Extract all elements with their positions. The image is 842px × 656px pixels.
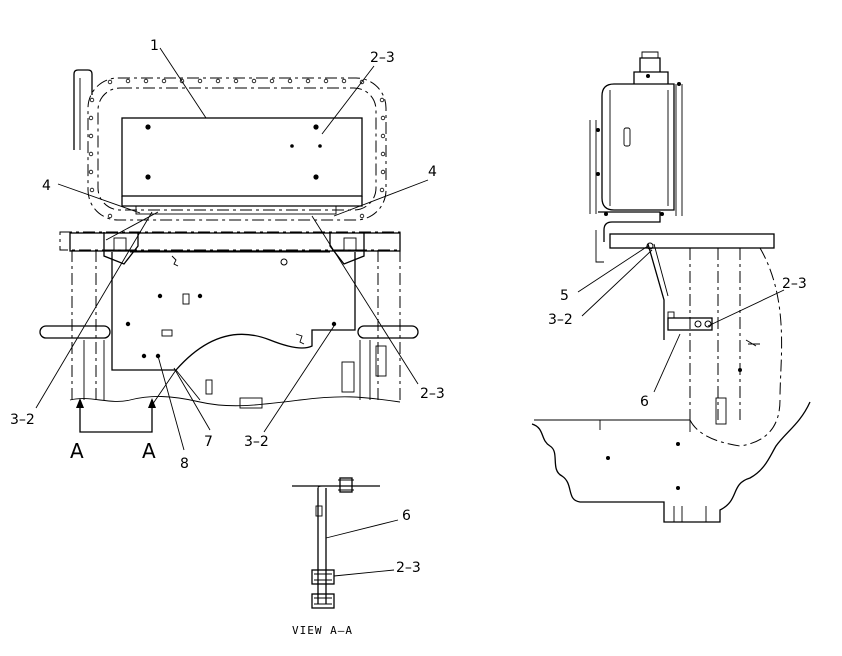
- callout-5: 5: [560, 288, 569, 304]
- detail-bolt-upper: [311, 569, 335, 585]
- left-frame-rail: [71, 250, 97, 400]
- callout-3-2-bottom: 3–2: [244, 434, 269, 450]
- side-leaders: [577, 245, 785, 393]
- detail-leaders: [325, 519, 399, 577]
- right-roller: [357, 325, 419, 339]
- side-view: 5 3–2 2–3 6: [531, 51, 811, 523]
- left-bracket: [103, 232, 139, 265]
- tank-bottom: [121, 196, 363, 207]
- section-label-a-left: A: [70, 439, 84, 463]
- filler-pipe: [73, 69, 93, 150]
- tank-base-strip: [135, 205, 337, 215]
- tank-plate: [121, 117, 363, 197]
- break-line: [69, 396, 401, 407]
- right-bracket: [329, 232, 365, 265]
- callout-4-left: 4: [42, 178, 51, 194]
- detail-view-a-a: 6 2–3 VIEW A—A: [292, 477, 421, 637]
- side-frame-bar: [609, 233, 775, 249]
- flange-bolt-holes: [88, 78, 386, 219]
- frame-crossbar: [69, 232, 401, 252]
- callout-3-2-side: 3–2: [548, 312, 573, 328]
- section-label-a-right: A: [142, 439, 156, 463]
- callout-2-3-top: 2–3: [370, 50, 395, 66]
- tank-flange-outer: [87, 77, 387, 221]
- frame-crossbar-hidden: [59, 231, 401, 251]
- callout-2-3-side: 2–3: [782, 276, 807, 292]
- right-frame-rail: [377, 250, 401, 400]
- detail-top-bolt: [339, 477, 353, 493]
- callout-1: 1: [150, 38, 159, 54]
- callout-8: 8: [180, 456, 189, 472]
- callout-3-2-left: 3–2: [10, 412, 35, 428]
- left-roller: [39, 325, 111, 339]
- side-body-break: [531, 401, 811, 523]
- main-panel: [111, 252, 356, 371]
- front-leaders: [35, 47, 429, 451]
- callout-2-3-right: 2–3: [420, 386, 445, 402]
- section-marker: [76, 398, 156, 433]
- tank-flange-inner: [97, 87, 377, 211]
- side-strap: [647, 243, 665, 340]
- front-view: 1 2–3 4 4 3–2 2–3 3–2 7 8 A A: [10, 38, 445, 472]
- side-tank-cap: [633, 71, 669, 84]
- detail-bolt-lower: [311, 593, 335, 609]
- callout-4-right: 4: [428, 164, 437, 180]
- callout-7: 7: [204, 434, 213, 450]
- callout-2-3-detail: 2–3: [396, 560, 421, 576]
- callout-6-detail: 6: [402, 508, 411, 524]
- detail-strap: [317, 488, 327, 604]
- callout-6-side: 6: [640, 394, 649, 410]
- side-tank: [601, 83, 675, 211]
- side-lower-bracket: [598, 211, 661, 242]
- view-a-a-caption: VIEW A—A: [292, 624, 353, 637]
